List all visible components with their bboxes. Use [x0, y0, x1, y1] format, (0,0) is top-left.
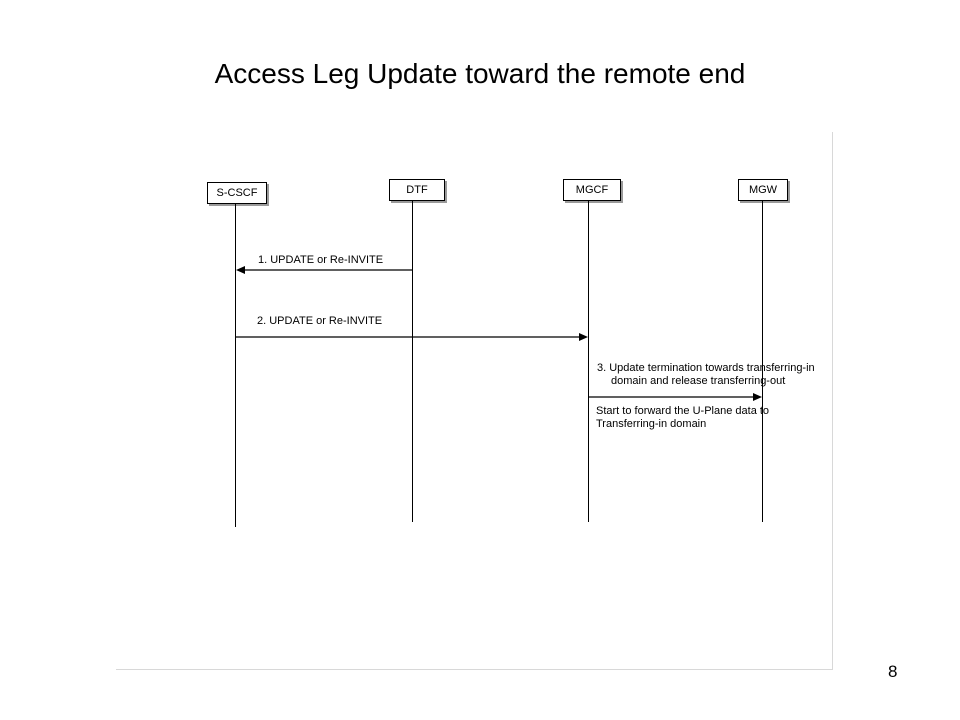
lifeline-dtf	[412, 201, 413, 522]
message-3-label-line1: 3. Update termination towards transferri…	[597, 362, 815, 374]
diagram-frame-bottom-border	[116, 669, 833, 670]
node-mgw: MGW	[738, 179, 788, 201]
note-label-line2: Transferring-in domain	[596, 418, 707, 430]
lifeline-mgcf	[588, 201, 589, 522]
node-dtf: DTF	[389, 179, 445, 201]
page-number: 8	[888, 662, 898, 681]
message-2-label: 2. UPDATE or Re-INVITE	[257, 315, 383, 327]
slide-title: Access Leg Update toward the remote end	[214, 58, 746, 89]
node-mgcf: MGCF	[563, 179, 621, 201]
arrow-3	[588, 393, 762, 401]
lifeline-scscf	[235, 204, 236, 527]
lifeline-mgw	[762, 201, 763, 522]
message-1-label: 1. UPDATE or Re-INVITE	[258, 254, 384, 266]
note-label-line1: Start to forward the U-Plane data to	[596, 405, 770, 417]
diagram-frame-right-border	[832, 132, 833, 670]
arrow-2	[235, 333, 588, 341]
arrow-1	[236, 266, 412, 274]
message-3-label-line2: domain and release transferring-out	[611, 375, 786, 387]
node-scscf: S-CSCF	[207, 182, 267, 204]
